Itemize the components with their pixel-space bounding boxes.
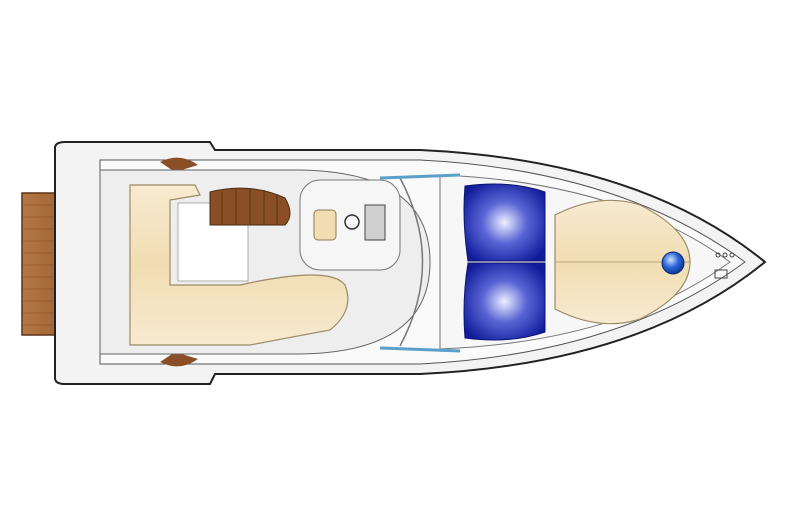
windshield-glass-bottom [463, 262, 546, 341]
helm-console [299, 179, 401, 271]
stern-step-top [160, 157, 198, 172]
windshield-glass-top [463, 183, 546, 262]
side-window-top [379, 173, 461, 180]
stern-step-bottom [160, 352, 198, 367]
bow-hatch [661, 251, 685, 275]
anchor-fittings [714, 252, 735, 279]
cockpit-seating [129, 184, 349, 346]
steering-wheel [344, 214, 360, 230]
throttle-panel [364, 204, 386, 241]
side-window-bottom [379, 346, 461, 353]
windshield-frame [399, 177, 424, 347]
helm-chair [313, 209, 337, 241]
